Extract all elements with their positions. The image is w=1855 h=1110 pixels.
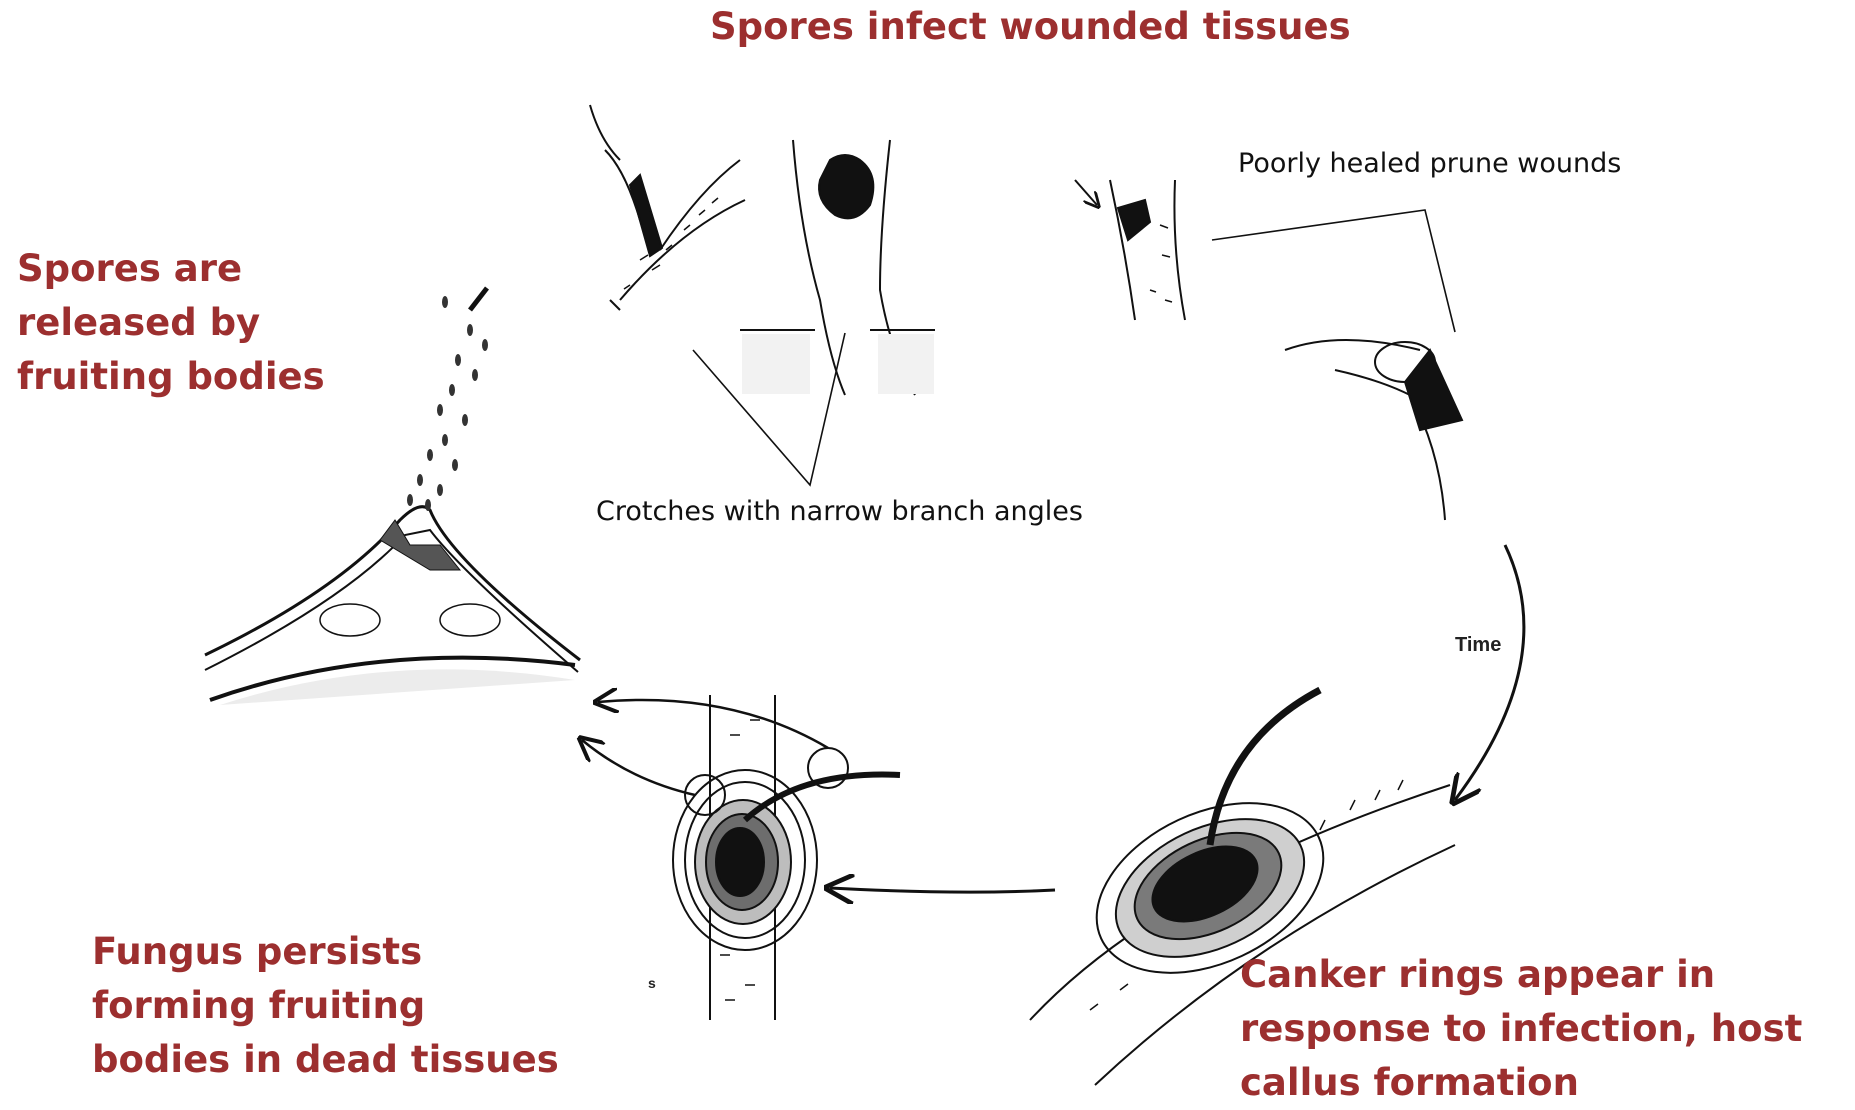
panel-letter: s — [648, 975, 656, 991]
fruiting-branch-sketch — [673, 695, 900, 1020]
time-arrow — [1455, 545, 1524, 800]
note-prune-wounds: Poorly healed prune wounds — [1238, 148, 1621, 179]
prune-wound-sketch — [1075, 180, 1185, 320]
crotch-branch-sketch — [590, 105, 745, 310]
pruned-stub-sketch — [1285, 340, 1462, 520]
label-spores-released: Spores are released by fruiting bodies — [17, 242, 397, 404]
label-fungus-persists: Fungus persists forming fruiting bodies … — [92, 925, 562, 1087]
canker-to-fruiting-arrow — [830, 888, 1055, 892]
fruiting-arrow-lower — [582, 740, 695, 795]
fruiting-arrow-upper — [598, 700, 828, 748]
label-spores-infect: Spores infect wounded tissues — [710, 0, 1410, 54]
time-label: Time — [1455, 634, 1501, 657]
label-canker-rings: Canker rings appear in response to infec… — [1240, 948, 1840, 1110]
trunk-crotch-sketch — [740, 140, 935, 395]
note-crotches: Crotches with narrow branch angles — [596, 496, 1083, 527]
